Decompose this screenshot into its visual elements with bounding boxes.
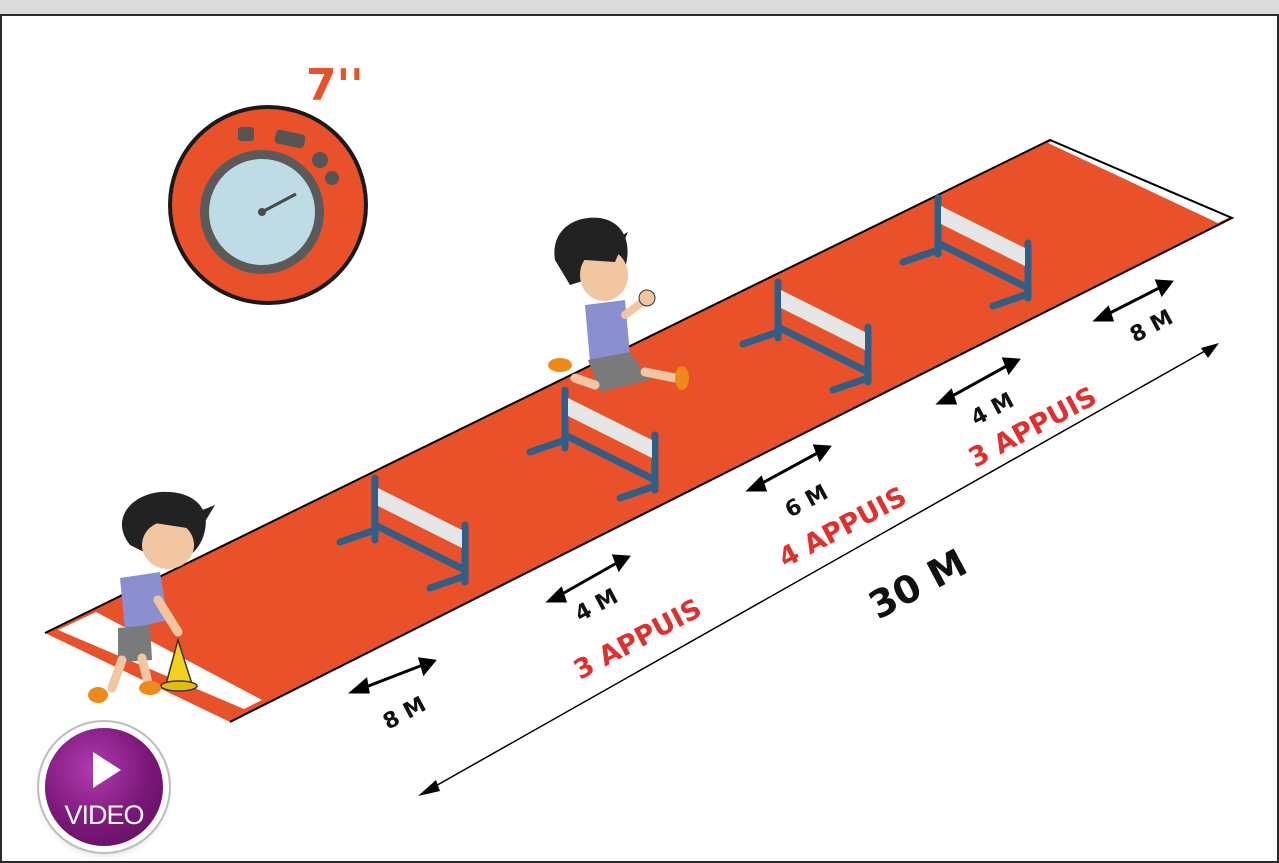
stopwatch-icon	[170, 107, 366, 303]
video-label: VIDEO	[45, 800, 163, 831]
video-button[interactable]: VIDEO	[45, 728, 163, 846]
gap-label-start: 8 M	[379, 692, 430, 735]
timer-label: 7''	[306, 60, 364, 111]
total-distance-label: 30 M	[862, 540, 974, 628]
gap-label-end: 8 M	[1126, 305, 1177, 348]
gap-label-1: 4 M	[571, 584, 622, 627]
play-icon	[93, 752, 121, 788]
hurdle-track-diagram: 7'' 8 M 4 M 6 M 4 M 8 M 3 APPUIS 4 APPUI…	[0, 16, 1275, 861]
top-bar	[0, 0, 1279, 16]
gap-label-2: 6 M	[781, 480, 832, 523]
